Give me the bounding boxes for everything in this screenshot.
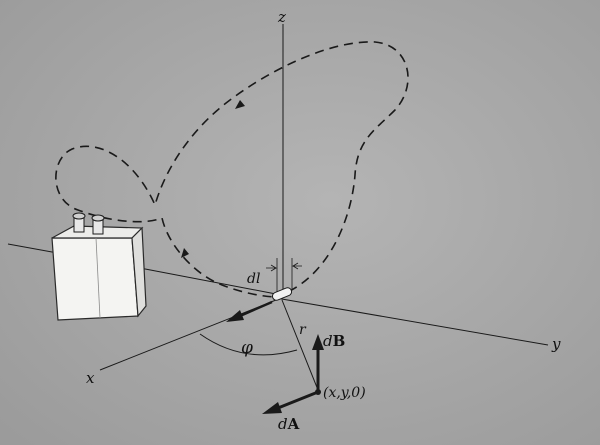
dA-label: dA bbox=[278, 415, 300, 433]
dl-label: dl bbox=[247, 271, 261, 287]
current-loop bbox=[55, 41, 409, 298]
field-point bbox=[315, 389, 321, 395]
point-label: (x,y,0) bbox=[323, 385, 366, 401]
dl-arrow-right bbox=[291, 262, 302, 270]
r-line bbox=[281, 299, 319, 391]
battery-terminal-left bbox=[72, 212, 86, 233]
dA-vector bbox=[277, 390, 319, 410]
x-axis-label: x bbox=[86, 369, 95, 387]
x-axis-line bbox=[99, 299, 277, 371]
dA-arrowhead bbox=[262, 402, 282, 414]
current-direction-arrow bbox=[239, 300, 273, 318]
phi-label: φ bbox=[241, 338, 253, 358]
y-axis-label: y bbox=[552, 335, 561, 353]
current-direction-arrowhead bbox=[226, 310, 244, 322]
battery bbox=[51, 225, 147, 321]
dB-arrowhead bbox=[312, 334, 324, 350]
phi-arc bbox=[199, 333, 298, 356]
dl-arrow-left bbox=[266, 264, 278, 272]
z-axis-label: z bbox=[278, 8, 286, 26]
ground-line-right bbox=[139, 267, 277, 295]
loop-arrow-upper bbox=[235, 100, 245, 109]
loop-arrow-lower bbox=[181, 248, 189, 258]
r-label: r bbox=[299, 322, 306, 338]
y-axis-line bbox=[275, 297, 549, 346]
dB-label: dB bbox=[323, 332, 346, 350]
current-element bbox=[271, 287, 293, 301]
battery-terminal-right bbox=[91, 214, 105, 235]
